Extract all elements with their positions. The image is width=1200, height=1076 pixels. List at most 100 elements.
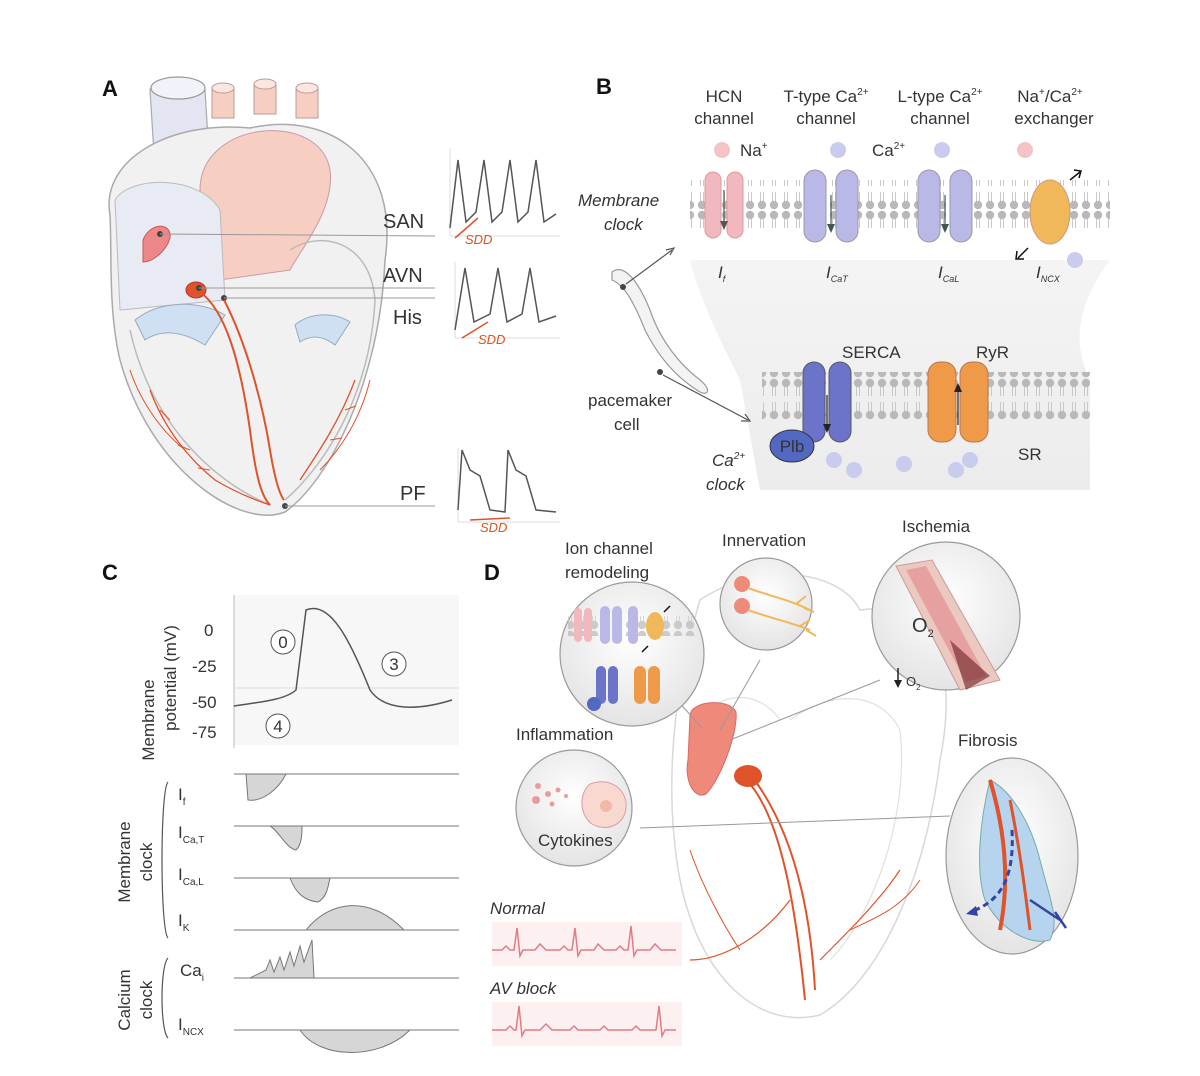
ncx-exchanger [1015,169,1082,260]
pacemaker-cell-label-1: pacemaker [588,391,672,410]
l-type-channel [917,169,973,243]
serca-pump [802,361,852,443]
ion-channel-label-2: remodeling [565,563,649,582]
innervation-label: Innervation [722,531,806,550]
av-block-ecg-trace [492,1002,682,1046]
svg-text:L-type Ca2+: L-type Ca2+ [897,87,982,106]
svg-text:channel: channel [694,109,754,128]
normal-ecg-label: Normal [490,899,546,918]
ion-channel-remodeling-bubble [559,581,705,727]
calcium-clock-c-2: clock [137,980,156,1019]
pf-trace: SDD [457,448,560,535]
svg-text:exchanger: exchanger [1014,109,1094,128]
pacemaker-cell-drawing [611,247,752,422]
svg-text:HCN: HCN [706,87,743,106]
ca-ion-3 [1067,252,1083,268]
ylabel-line1: Membrane [139,679,158,760]
channel-header-hcn: HCN channel [694,87,754,128]
ca-clock-label-1: Ca2+ [712,451,745,470]
ryr-label: RyR [976,343,1009,362]
san-trace: SDD [449,148,560,247]
cytokines-label: Cytokines [538,831,613,850]
membrane-clock-label-1: Membrane [578,191,659,210]
ischemia-o2: O2 [912,615,934,640]
panel-a-leaders [159,233,436,507]
label-ik: IK [178,911,190,934]
ischemia-o2-low: O2 [906,674,921,692]
membrane-clock-c-2: clock [137,842,156,881]
membrane-potential-plot: 0 -25 -50 -75 0 3 4 [192,595,459,748]
label-if: If [178,785,186,808]
avn-sdd-label: SDD [478,332,505,347]
current-ical: ICaL [938,263,959,284]
panel-a-label: A [102,76,118,101]
sr-ca-ions [826,452,978,478]
ca-ion-2 [934,142,950,158]
normal-ecg-trace [492,922,682,966]
phase-3: 3 [389,655,398,674]
label-incx: INCX [178,1015,204,1038]
phase-0: 0 [278,633,287,652]
svg-text:Na+/Ca2+: Na+/Ca2+ [1017,87,1083,106]
ca-clock-label-2: clock [706,475,746,494]
ytick-25: -25 [192,657,217,676]
plb-protein: Plb [769,429,815,463]
na-ion-1 [714,142,730,158]
ion-channel-label-1: Ion channel [565,539,653,558]
panel-d-leaders [639,659,951,829]
current-traces [234,773,459,1053]
fibrosis-bubble [945,757,1079,955]
t-type-channel [803,169,859,243]
panel-d-label: D [484,560,500,585]
ca-ion-label: Ca2+ [872,141,905,160]
inflammation-bubble [515,749,633,867]
svg-text:channel: channel [910,109,970,128]
pf-sdd-label: SDD [480,520,507,535]
hcn-channel [704,171,744,239]
svg-text:channel: channel [796,109,856,128]
innervation-bubble [719,557,817,651]
pacemaker-cell-label-2: cell [614,415,640,434]
svg-text:T-type Ca2+: T-type Ca2+ [783,87,868,106]
san-sdd-label: SDD [465,232,492,247]
avn-trace: SDD [454,262,560,347]
label-ica-l: ICa,L [178,865,204,888]
avn-label: AVN [383,265,423,287]
current-labels: If ICa,T ICa,L IK Cai INCX [178,785,204,1038]
heart-illustration-a [108,76,388,516]
san-label: SAN [383,211,424,233]
ylabel-line2: potential (mV) [161,625,180,731]
membrane-clock-c-1: Membrane [115,821,134,902]
ryr-receptor [927,361,989,443]
channel-header-t-type: T-type Ca2+ channel [783,87,868,128]
inflammation-label: Inflammation [516,725,613,744]
calcium-clock-c-1: Calcium [115,969,134,1030]
serca-label: SERCA [842,343,901,362]
label-ica-t: ICa,T [178,823,204,846]
membrane-clock-label-2: clock [604,215,644,234]
pf-label: PF [400,483,426,505]
his-label: His [393,307,422,329]
panel-c-label: C [102,560,118,585]
na-ion-2 [1017,142,1033,158]
ischemia-label: Ischemia [902,517,971,536]
current-if: If [718,263,727,284]
sr-label: SR [1018,445,1042,464]
ytick-0: 0 [204,621,213,640]
current-incx: INCX [1036,263,1061,284]
na-ion-label: Na+ [740,141,768,160]
ytick-75: -75 [192,723,217,742]
membrane-clock-brace [161,781,169,939]
channel-header-ncx: Na+/Ca2+ exchanger [1014,87,1094,128]
fibrosis-label: Fibrosis [958,731,1018,750]
label-cai: Cai [180,961,204,984]
ca-ion-1 [830,142,846,158]
channel-header-l-type: L-type Ca2+ channel [897,87,982,128]
calcium-clock-brace [161,957,169,1039]
ytick-50: -50 [192,693,217,712]
plb-label: Plb [780,437,805,456]
av-block-ecg-label: AV block [489,979,558,998]
phase-4: 4 [273,717,282,736]
panel-b-label: B [596,74,612,99]
